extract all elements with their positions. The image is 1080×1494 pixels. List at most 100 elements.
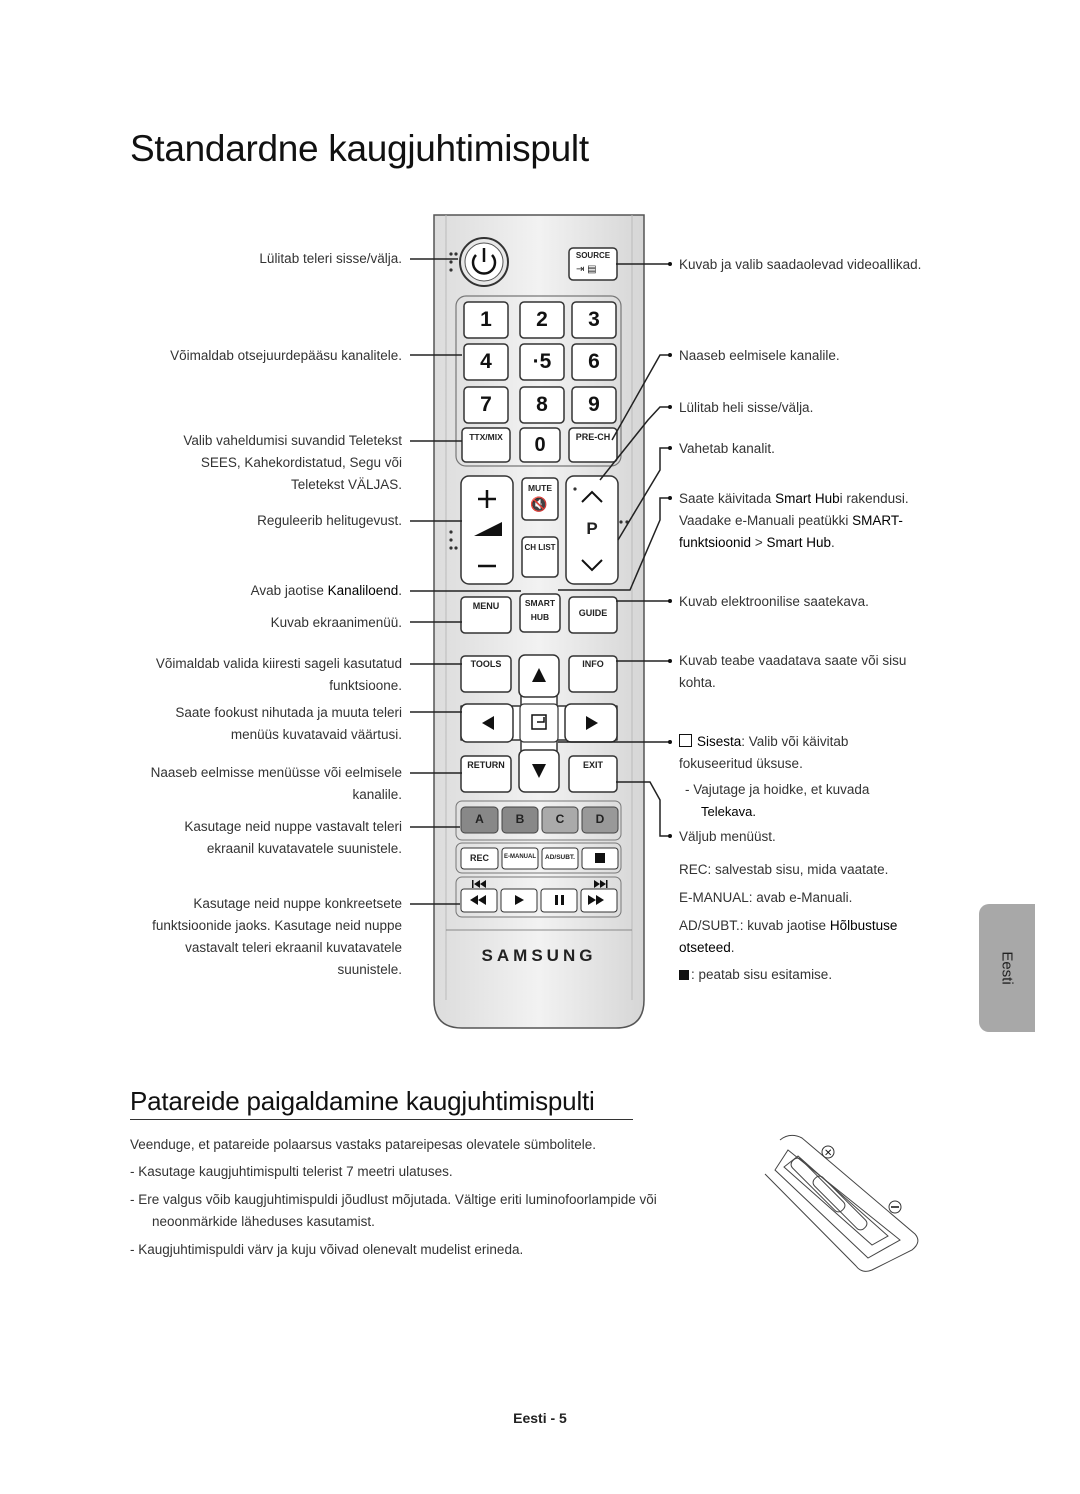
mute-button [521,477,559,521]
remote-diagram [410,214,672,1029]
rec-label: REC [469,853,489,863]
ttx-button [461,427,511,463]
language-side-tab: Eesti [979,904,1035,1032]
label-exit: Väljub menüüst. [679,829,776,844]
return-label: RETURN [467,760,505,770]
guide-button [568,596,618,634]
b-label: B [515,812,525,826]
exit-button [568,755,618,793]
stop-icon [679,970,689,980]
power-button [459,237,509,287]
mute-label: MUTE [527,483,553,493]
digit-button [571,343,617,381]
list-item: - Ere valgus võib kaugjuhtimispuldi jõud… [130,1192,657,1229]
digit-label: 6 [588,350,600,373]
label-channel: Vahetab kanalit. [679,441,775,456]
page-title: Standardne kaugjuhtimispult [130,128,589,169]
digit-button [463,343,509,381]
digit-label: 9 [588,393,600,416]
list-item: - Kasutage kaugjuhtimispulti telerist 7 … [130,1164,453,1179]
digit-button [571,301,617,339]
label-numbers: Võimaldab otsejuurdepääsu kanalitele. [170,348,402,363]
c-label: C [555,812,565,826]
label-adsubt: AD/SUBT.: kuvab jaotise Hõlbustuse otset… [679,918,898,955]
source-label: SOURCE [575,251,611,260]
label-power: Lülitab teleri sisse/välja. [259,251,402,266]
emanual-button [501,847,539,870]
guide-label: GUIDE [578,608,608,618]
prech-label: PRE-CH [575,432,611,442]
label-stop: : peatab sisu esitamise. [679,964,959,986]
chlist-button [521,536,559,578]
d-button [581,806,619,834]
channel-rocker [565,475,619,585]
b-button [501,806,539,834]
adsubt-label: AD/SUBT. [545,854,575,861]
smart-label: SMART [524,598,556,608]
adsubt-button [541,847,579,870]
label-source: Kuvab ja valib saadaolevad videoallikad. [679,257,922,272]
battery-compartment-illustration: ✕ [764,1134,919,1272]
digit-label: 4 [480,350,492,373]
list-item: - Kaugjuhtimispuldi värv ja kuju võivad … [130,1242,524,1257]
digit-label: 8 [536,393,548,416]
digit-button [519,343,565,381]
label-enter: Sisesta: Valib või käivitab fokuseeritud… [679,734,870,819]
rec-button [460,847,499,870]
return-button [460,755,512,793]
d-label: D [595,812,605,826]
label-chlist: Avab jaotise Kanaliloend. [250,583,402,598]
page-footer: Eesti - 5 [513,1410,567,1426]
exit-label: EXIT [582,760,603,770]
label-menu: Kuvab ekraanimenüü. [270,615,402,630]
label-prech: Naaseb eelmisele kanalile. [679,348,840,363]
digit-label: 1 [480,308,492,331]
mute-icon: 🔇 [530,496,548,512]
title-underline [130,1119,633,1120]
info-button [568,655,618,693]
enter-icon [679,734,692,747]
label-smarthub: Saate käivitada Smart Hubi rakendusi. Va… [679,491,909,550]
digit-label: 3 [588,308,600,331]
svg-text:✕: ✕ [824,1148,832,1159]
p-label: P [586,519,598,538]
label-tools: Võimaldab valida kiiresti sageli kasutat… [155,656,402,693]
hub-label: HUB [530,612,550,622]
prech-button [568,427,618,463]
digit-label: 0 [534,434,546,456]
digit-label: ·5 [532,350,552,373]
menu-button [460,596,512,634]
info-label: INFO [582,659,604,669]
ttx-label: TTX/MIX [469,432,503,442]
tools-button [460,655,512,693]
label-volume: Reguleerib helitugevust. [257,513,402,528]
c-button [541,806,579,834]
brand-logo: SAMSUNG [481,946,597,965]
battery-notes: - Kasutage kaugjuhtimispulti telerist 7 … [130,1161,720,1261]
digit-button [463,301,509,339]
label-emanual: E-MANUAL: avab e-Manuali. [679,890,853,905]
digit-button [571,386,617,424]
label-mute: Lülitab heli sisse/välja. [679,400,814,415]
digit-button [463,386,509,424]
a-button [460,806,499,834]
chlist-label: CH LIST [524,543,556,552]
digit-button [519,301,565,339]
menu-label: MENU [472,601,500,611]
smarthub-button [519,593,561,633]
digit-button [519,386,565,424]
label-guide: Kuvab elektroonilise saatekava. [679,594,869,609]
pause-button [540,888,578,913]
a-label: A [475,812,484,826]
digit-label: 7 [480,393,492,416]
section-title: Patareide paigaldamine kaugjuhtimispulti [130,1086,595,1116]
battery-intro: Veenduge, et patareide polaarsus vastaks… [130,1137,597,1152]
digit-label: 2 [536,308,548,331]
label-rec: REC: salvestab sisu, mida vaatate. [679,862,889,877]
